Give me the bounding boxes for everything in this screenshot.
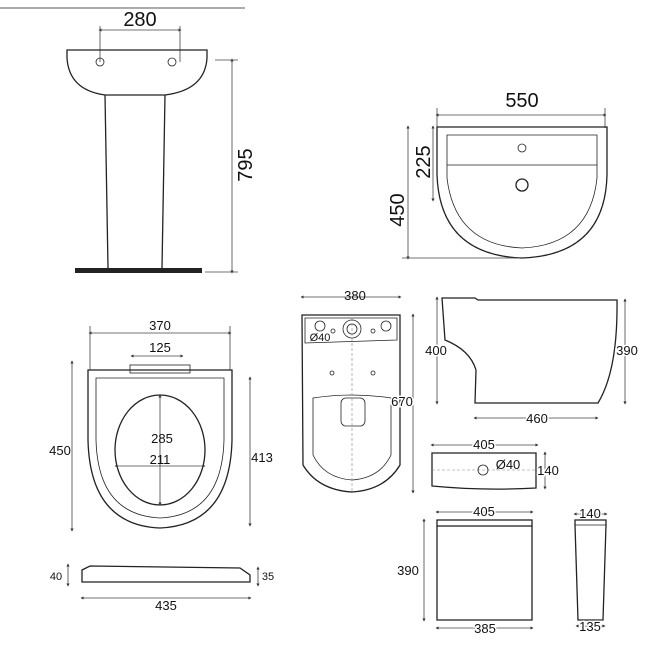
seat-length-label: 450 <box>49 443 71 458</box>
seat-front-height-label: 35 <box>262 571 274 583</box>
seat-opening-length-label: 285 <box>151 431 173 446</box>
cistern-height-label: 390 <box>397 563 419 578</box>
seat-side-length-label: 435 <box>155 598 177 613</box>
cistern-side-elevation: 140 135 <box>573 505 608 636</box>
cistern-side-top-depth-label: 140 <box>579 506 601 521</box>
pan-width-label: 380 <box>344 288 366 303</box>
pan-length-label: 670 <box>391 394 413 409</box>
toilet-pan-plan: 380 Ø40 670 <box>300 288 415 494</box>
cistern-bottom-width-label: 385 <box>474 621 496 636</box>
seat-hinge-width-label: 125 <box>149 340 171 355</box>
toilet-seat-side: 40 35 435 <box>50 563 274 613</box>
pan-rear-height-label: 400 <box>425 343 447 358</box>
wall-basin-width-label: 550 <box>505 90 538 112</box>
toilet-seat-plan: 370 125 285 211 450 413 <box>49 318 273 532</box>
pan-base-length-label: 460 <box>526 411 548 426</box>
pan-hole-diameter-label: Ø40 <box>310 332 331 344</box>
toilet-pan-side: 400 390 460 <box>424 296 639 428</box>
seat-opening-width-label: 211 <box>150 452 171 467</box>
cistern-depth-label: 140 <box>537 463 559 478</box>
seat-inner-length-label: 413 <box>251 450 273 465</box>
pedestal-height-label: 795 <box>235 148 257 181</box>
cistern-top-width-label: 405 <box>473 437 495 452</box>
cistern-plan: 405 Ø40 140 <box>430 436 560 490</box>
pedestal-width-label: 280 <box>123 9 156 31</box>
wall-basin-bowl-depth-label: 225 <box>413 145 435 178</box>
pedestal-basin-elevation: 280 795 <box>0 7 257 274</box>
seat-rear-height-label: 40 <box>50 571 62 583</box>
seat-width-label: 370 <box>149 318 171 333</box>
wall-basin-depth-label: 450 <box>387 193 409 226</box>
wall-basin-plan: 550 225 450 <box>387 90 608 260</box>
pan-front-height-label: 390 <box>616 343 638 358</box>
cistern-front-elevation: 405 390 385 <box>396 503 534 638</box>
cistern-front-top-width-label: 405 <box>473 504 495 519</box>
cistern-hole-diameter-label: Ø40 <box>496 457 521 472</box>
cistern-side-bottom-depth-label: 135 <box>579 619 601 634</box>
